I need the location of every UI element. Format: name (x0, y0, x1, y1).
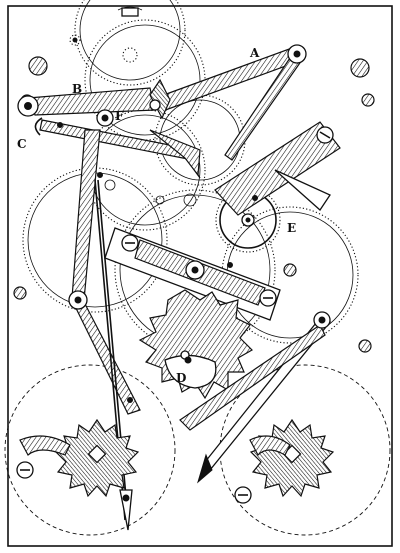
bracket-middle (104, 227, 281, 321)
label-b: B (72, 82, 82, 96)
label-e: E (287, 221, 296, 235)
pinion-f (96, 109, 114, 127)
escape-wheel-d (138, 289, 253, 400)
lever-c (34, 117, 201, 179)
label-c: C (17, 137, 27, 151)
top-wheel-train (69, 0, 206, 141)
lever-b (17, 78, 171, 120)
bracket-upper-right (214, 121, 341, 216)
ratchet-left (16, 418, 140, 498)
pivot-points (57, 122, 258, 403)
click-arm-right (179, 311, 332, 484)
ratchet-right (234, 418, 335, 504)
lever-a (148, 44, 307, 161)
plate-pillars (13, 56, 375, 353)
back-plate (7, 5, 393, 547)
label-a: A (249, 46, 260, 60)
label-d: D (176, 371, 186, 385)
label-f: F (115, 109, 124, 123)
